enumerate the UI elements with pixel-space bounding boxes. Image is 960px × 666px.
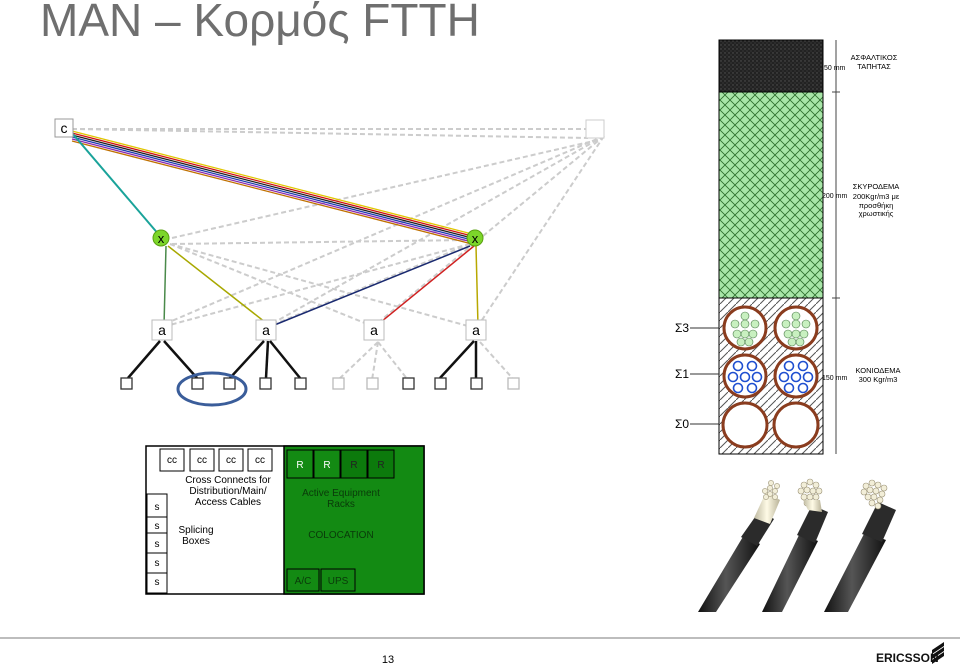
ac-label: A/C	[295, 576, 312, 587]
remote-node	[585, 119, 605, 139]
level-markers	[690, 327, 719, 425]
duct-row-bottom	[721, 401, 820, 449]
concrete-layer	[718, 91, 824, 299]
cc-cabinet-label: cc	[167, 455, 177, 466]
end-box	[507, 377, 520, 390]
mortar-label: 300 Kgr/m3	[859, 375, 898, 384]
colocation-text: COLOCATION	[308, 530, 373, 541]
level-label-s3: Σ3	[675, 321, 689, 335]
cc-cabinet-label: cc	[226, 455, 236, 466]
end-box	[470, 377, 483, 390]
duct-row-top	[722, 305, 819, 351]
end-box	[294, 377, 307, 390]
splicing-box-label: s	[155, 577, 160, 588]
access-node-label: a	[262, 322, 270, 338]
cross-node-label: x	[158, 231, 165, 246]
splicing-box-label: s	[155, 502, 160, 513]
depth-dimension	[832, 40, 840, 454]
concrete-label: χρωστικής	[859, 209, 894, 218]
end-box	[120, 377, 133, 390]
equipment-racks	[286, 449, 395, 479]
cable-1	[698, 480, 780, 612]
rack-label: R	[323, 460, 330, 471]
ac-unit	[286, 568, 320, 592]
access-node-1: a	[151, 319, 173, 341]
mortar-label: ΚΟΝΙΟΔΕΜΑ	[855, 366, 900, 375]
splicing-box-label: s	[155, 521, 160, 532]
fiber-bundle	[71, 130, 473, 245]
cross-connect-text: Distribution/Main/	[189, 486, 266, 497]
end-box	[366, 377, 379, 390]
level-label-s1: Σ1	[675, 367, 689, 381]
concrete-depth: 200 mm	[822, 193, 847, 200]
concrete-label: 200Kgr/m3 με	[853, 192, 900, 201]
access-node-3: a	[363, 319, 385, 341]
asphalt-depth: 50 mm	[824, 65, 846, 72]
end-box	[191, 377, 204, 390]
cable-illustrations	[698, 478, 896, 612]
central-node-label: c	[61, 120, 68, 136]
splicing-boxes	[146, 493, 168, 594]
concrete-label: ΣΚΥΡΟΔΕΜΑ	[853, 182, 900, 191]
rack-label: R	[377, 460, 384, 471]
rack-label: R	[296, 460, 303, 471]
end-box	[434, 377, 447, 390]
duct-row-middle	[722, 353, 819, 399]
end-box	[332, 377, 345, 390]
end-boxes	[120, 377, 520, 390]
splicing-box-label: s	[155, 558, 160, 569]
drop-links	[127, 340, 478, 379]
end-box	[259, 377, 272, 390]
cc-cabinets	[159, 448, 273, 472]
dashed-links	[71, 128, 605, 381]
active-equipment-text: Active Equipment	[302, 488, 380, 499]
cable-3	[824, 479, 896, 612]
ericsson-logo-icon	[932, 642, 944, 664]
mortar-depth: 150 mm	[822, 375, 847, 382]
equipment-room: cc cc cc cc Cross Connects for Distribut…	[145, 445, 425, 595]
access-node-label: a	[370, 322, 378, 338]
end-box	[402, 377, 415, 390]
ups-label: UPS	[328, 576, 349, 587]
asphalt-label: ΤΑΠΗΤΑΣ	[857, 62, 891, 71]
end-box	[223, 377, 236, 390]
cross-node-right: x	[466, 229, 484, 247]
concrete-label: προσθήκη	[859, 201, 894, 210]
asphalt-label: ΑΣΦΑΛΤΙΚΟΣ	[851, 53, 898, 62]
rack-label: R	[350, 460, 357, 471]
central-node: c	[54, 118, 74, 138]
brand-logo-text: ERICSSON	[876, 651, 939, 665]
access-node-label: a	[472, 322, 480, 338]
splicing-box-label: s	[155, 539, 160, 550]
cable-2	[762, 478, 828, 612]
splicing-text: Boxes	[182, 536, 210, 547]
level-label-s0: Σ0	[675, 417, 689, 431]
cc-cabinet-label: cc	[255, 455, 265, 466]
cross-connect-text: Access Cables	[195, 497, 261, 508]
access-links	[163, 245, 479, 327]
cross-node-left: x	[152, 229, 170, 247]
network-diagram: c x x a a a a	[54, 118, 605, 407]
access-node-label: a	[158, 322, 166, 338]
page-number: 13	[382, 654, 394, 666]
active-equipment-text: Racks	[327, 499, 355, 510]
access-node-2: a	[255, 319, 277, 341]
page-title: MAN – Κορμός FTTH	[40, 0, 480, 46]
splicing-text: Splicing	[178, 525, 213, 536]
access-node-4: a	[465, 319, 487, 341]
highlight-ellipse	[176, 371, 248, 407]
ups-unit	[320, 568, 356, 592]
trench-section: Σ3 Σ1 Σ0 50 mm 200 mm 150 mm ΑΣΦΑΛΤΙΚΟΣ …	[675, 39, 901, 455]
asphalt-layer	[718, 39, 824, 93]
cross-node-label: x	[472, 231, 479, 246]
cross-connect-text: Cross Connects for	[185, 475, 271, 486]
cc-cabinet-label: cc	[197, 455, 207, 466]
